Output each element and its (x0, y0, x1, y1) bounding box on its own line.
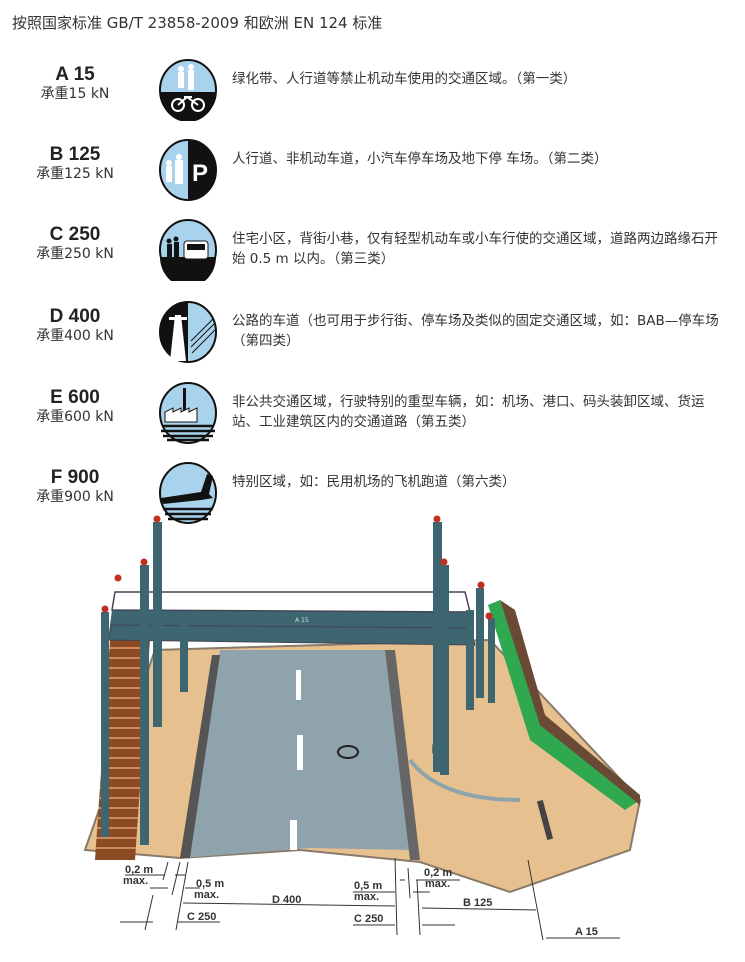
dim-label: C 250 (354, 913, 383, 925)
bridge-deck (108, 610, 475, 645)
bridge-sign: A 15 (295, 617, 309, 624)
manhole-cover (337, 745, 359, 759)
class-code: B 125 (49, 144, 101, 165)
lane-marking (296, 670, 301, 700)
class-code: F 900 (50, 467, 100, 488)
dim-label: max. (123, 875, 148, 887)
svg-text:P: P (192, 160, 208, 187)
dim-label: 0,2 m (125, 864, 153, 876)
dim-label: 0,2 m (424, 867, 452, 879)
lane-marking (290, 820, 297, 850)
road-cross-section-illustration: A 15 0,2 m max. 0,5 m max. D 400 C 250 0… (83, 515, 642, 941)
class-load: 承重400 kN (36, 328, 114, 344)
class-description: 人行道、非机动车道，小汽车停车场及地下停 车场。（第二类） (232, 151, 608, 167)
lane-marking (297, 735, 303, 770)
drainage-channel-left (180, 655, 220, 858)
dimension-lines (120, 857, 620, 941)
factory-icon (159, 382, 217, 444)
dim-label: max. (354, 891, 379, 903)
class-description: 绿化带、人行道等禁止机动车使用的交通区域。（第一类） (232, 71, 577, 87)
slot-drain (536, 799, 554, 841)
class-load: 承重250 kN (36, 246, 114, 262)
dim-label: C 250 (187, 911, 216, 923)
dim-label: 0,5 m (196, 878, 224, 890)
road-surface (180, 650, 410, 858)
dim-label: A 15 (575, 926, 598, 938)
class-code: C 250 (49, 224, 101, 245)
dim-label: max. (425, 878, 450, 890)
drainage-channel-right (385, 650, 420, 860)
class-description: 公路的车道（也可用于步行街、停车场及类似的固定交通区域，如：BAB—停车场（第四… (232, 313, 719, 349)
class-code: D 400 (49, 306, 101, 327)
class-load: 承重125 kN (36, 166, 114, 182)
class-description: 非公共交通区域，行驶特别的重型车辆，如：机场、港口、码头装卸区域、货运站、工业建… (232, 394, 705, 430)
bridge-railing (111, 591, 471, 613)
pedestrian-bicycle-icon (159, 59, 217, 121)
dim-label: max. (194, 889, 219, 901)
pedestrian-car-icon (159, 219, 217, 281)
embankment (500, 600, 640, 805)
class-description: 住宅小区，背街小巷，仅有轻型机动车或小车行使的交通区域，道路两边路缘石开始 0.… (232, 231, 718, 267)
bridge-pillars (101, 522, 495, 845)
class-load: 承重600 kN (36, 409, 114, 425)
class-load: 承重900 kN (36, 489, 114, 505)
page-title: 按照国家标准 GB/T 23858-2009 和欧洲 EN 124 标准 (12, 14, 383, 32)
class-code: E 600 (50, 387, 100, 408)
pillar-lights (101, 515, 493, 620)
dim-label: B 125 (463, 897, 492, 909)
airplane-icon (159, 462, 217, 524)
class-code: A 15 (55, 64, 95, 85)
class-load: 承重15 kN (40, 86, 110, 102)
dim-label: D 400 (272, 894, 301, 906)
highway-icon (159, 301, 217, 363)
pedestrian-parking-icon: P (159, 139, 217, 201)
dim-label: 0,5 m (354, 880, 382, 892)
class-description: 特别区域，如：民用机场的飞机跑道（第六类） (232, 474, 516, 490)
